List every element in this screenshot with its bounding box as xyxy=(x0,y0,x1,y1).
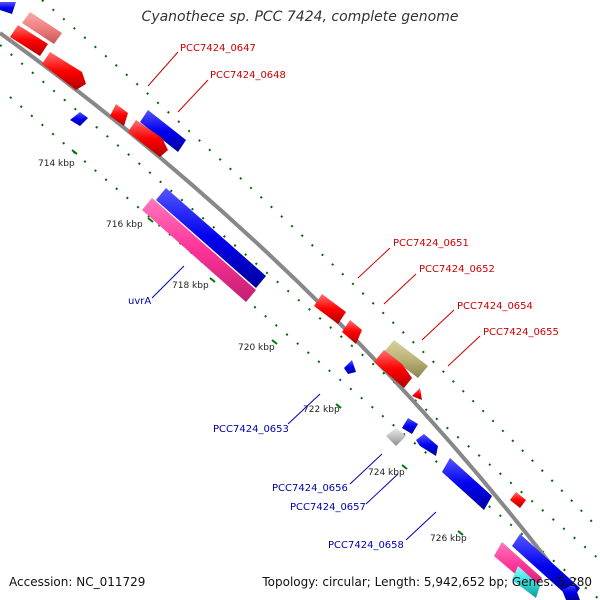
gene-label[interactable]: PCC7424_0656 xyxy=(272,483,348,494)
gene-arrow[interactable] xyxy=(10,25,48,56)
tick-label: 720 kbp xyxy=(238,343,275,353)
gene-arrow[interactable] xyxy=(512,566,540,598)
gene-arrow[interactable] xyxy=(70,112,88,126)
gene-label[interactable]: PCC7424_0647 xyxy=(180,43,256,54)
gene-label[interactable]: PCC7424_0655 xyxy=(483,327,559,338)
gene-arrow[interactable] xyxy=(140,110,186,152)
gene-arrow[interactable] xyxy=(0,2,16,14)
tick-label: 724 kbp xyxy=(368,468,405,478)
gene-arrow[interactable] xyxy=(22,12,62,44)
accession-text: Accession: NC_011729 xyxy=(9,575,146,589)
gene-arrow[interactable] xyxy=(128,120,168,157)
genome-backbone xyxy=(0,31,580,600)
tick-marks xyxy=(71,149,464,536)
tick-label: 716 kbp xyxy=(106,220,143,230)
gene-label[interactable]: PCC7424_0653 xyxy=(213,424,289,435)
leader-lines xyxy=(147,51,481,541)
gene-label[interactable]: PCC7424_0652 xyxy=(419,264,495,275)
gene-arrow[interactable] xyxy=(110,104,128,126)
tick-labels: 714 kbp 716 kbp 718 kbp 720 kbp 722 kbp … xyxy=(38,159,467,544)
tick-label: 718 kbp xyxy=(172,281,209,291)
gene-arrow[interactable] xyxy=(412,388,422,400)
gene-arrow[interactable] xyxy=(142,198,256,302)
tick-label: 722 kbp xyxy=(303,405,340,415)
gene-arrow[interactable] xyxy=(402,418,418,434)
gene-arrow[interactable] xyxy=(344,360,356,374)
gene-labels: PCC7424_0647 PCC7424_0648 PCC7424_0651 P… xyxy=(128,43,559,551)
gene-arrow[interactable] xyxy=(512,534,580,600)
genome-summary-text: Topology: circular; Length: 5,942,652 bp… xyxy=(262,575,592,589)
gene-arrow[interactable] xyxy=(416,434,438,456)
gene-arrow[interactable] xyxy=(442,458,492,510)
gene-arrow[interactable] xyxy=(386,428,406,446)
gene-label[interactable]: PCC7424_0648 xyxy=(210,70,286,81)
map-title: Cyanothece sp. PCC 7424, complete genome xyxy=(141,9,459,25)
gene-arrow[interactable] xyxy=(374,350,412,388)
gene-arrow[interactable] xyxy=(384,340,428,378)
tick-label: 714 kbp xyxy=(38,159,75,169)
gene-arrow[interactable] xyxy=(156,188,266,288)
gene-label[interactable]: PCC7424_0657 xyxy=(290,502,366,513)
gene-arrow[interactable] xyxy=(562,584,580,600)
gene-label[interactable]: PCC7424_0658 xyxy=(328,540,404,551)
gene-arrow[interactable] xyxy=(42,52,86,90)
gene-label[interactable]: uvrA xyxy=(128,296,151,307)
gene-label[interactable]: PCC7424_0651 xyxy=(393,238,469,249)
gene-features xyxy=(0,2,580,600)
tick-label: 726 kbp xyxy=(430,534,467,544)
gene-arrow[interactable] xyxy=(342,320,362,344)
gene-arrow[interactable] xyxy=(314,294,346,324)
gene-arrow[interactable] xyxy=(510,492,526,508)
gene-label[interactable]: PCC7424_0654 xyxy=(457,301,533,312)
